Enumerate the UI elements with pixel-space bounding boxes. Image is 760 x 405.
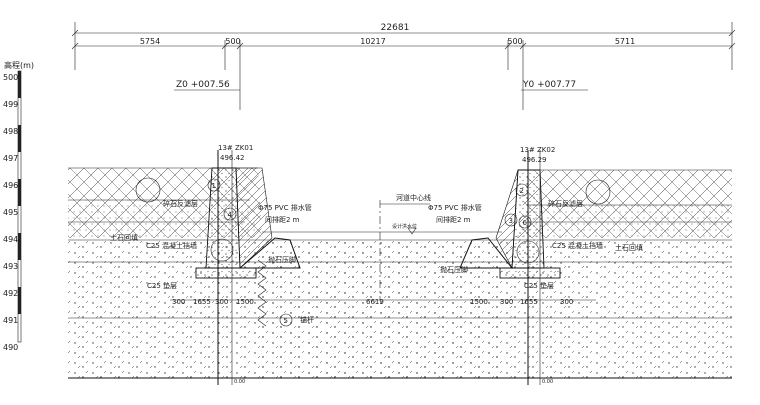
elev-tick: 496 bbox=[3, 181, 18, 190]
label-water-level: 设计洪水位 bbox=[392, 223, 417, 230]
circle-mark: 6 bbox=[523, 219, 528, 227]
bottom-dim: 6619 bbox=[366, 298, 384, 306]
right-retaining-wall bbox=[459, 150, 611, 385]
dim-seg-3: 10217 bbox=[360, 37, 385, 46]
elev-tick: 500 bbox=[3, 73, 18, 82]
station-labels: Z0 +007.56 Y0 +007.77 bbox=[174, 80, 588, 91]
dimension-chain: 22681 5754 500 10217 500 5711 bbox=[71, 22, 736, 110]
bottom-mark-right: 0.00 bbox=[542, 379, 553, 385]
label-anchor: 锚杆 bbox=[300, 315, 314, 324]
circle-markers: 1 2 3 4 5 6 bbox=[207, 178, 532, 327]
label-right-soil: 土石回填 bbox=[615, 243, 643, 252]
borehole-left-elev: 496.42 bbox=[220, 154, 245, 162]
borehole-left-id: 13# ZK01 bbox=[218, 144, 253, 152]
label-pvc-right-1: Φ75 PVC 排水管 bbox=[428, 203, 482, 212]
label-left-riprap: 抛石压脚 bbox=[268, 255, 296, 264]
bottom-dim: 300 bbox=[500, 298, 513, 306]
elev-tick: 499 bbox=[3, 100, 18, 109]
label-right-base: C25 垫层 bbox=[524, 281, 554, 290]
bottom-dim: 1655 bbox=[520, 298, 538, 306]
annotation-labels: 河道中心线 Φ75 PVC 排水管 间排距2 m Φ75 PVC 排水管 间排距… bbox=[110, 193, 643, 324]
label-left-base: C25 垫层 bbox=[147, 281, 177, 290]
soil-layers bbox=[68, 167, 733, 379]
elev-tick: 493 bbox=[3, 262, 18, 271]
bottom-dim: 1500 bbox=[470, 298, 488, 306]
elev-tick: 492 bbox=[3, 289, 18, 298]
label-right-backfill: 碎石反滤层 bbox=[548, 199, 583, 208]
label-right-wall: C25 混凝土挡墙 bbox=[552, 241, 603, 250]
label-left-soil: 土石回填 bbox=[110, 233, 138, 242]
label-left-backfill: 碎石反滤层 bbox=[163, 199, 198, 208]
elev-tick: 490 bbox=[3, 343, 18, 352]
circle-mark: 3 bbox=[509, 217, 513, 225]
station-right: Y0 +007.77 bbox=[522, 80, 576, 90]
borehole-right: 13# ZK02 496.29 bbox=[520, 146, 555, 164]
elevation-axis-label: 高程(m) bbox=[4, 60, 34, 70]
borehole-right-id: 13# ZK02 bbox=[520, 146, 555, 154]
bottom-dim: 300 bbox=[215, 298, 228, 306]
elev-tick: 494 bbox=[3, 235, 18, 244]
label-river-centerline: 河道中心线 bbox=[396, 193, 431, 202]
dim-seg-2: 500 bbox=[225, 37, 240, 46]
borehole-left: 13# ZK01 496.42 bbox=[218, 144, 253, 162]
elev-tick: 497 bbox=[3, 154, 18, 163]
circle-mark: 2 bbox=[520, 187, 524, 195]
label-pvc-left-2: 间排距2 m bbox=[265, 215, 300, 224]
dim-seg-1: 5754 bbox=[140, 37, 160, 46]
dim-seg-5: 5711 bbox=[615, 37, 635, 46]
circle-mark: 1 bbox=[212, 182, 216, 190]
elev-tick: 495 bbox=[3, 208, 18, 217]
label-pvc-right-2: 间排距2 m bbox=[436, 215, 471, 224]
elev-tick: 491 bbox=[3, 316, 18, 325]
circle-mark: 4 bbox=[228, 211, 233, 219]
bottom-dim: 300 bbox=[172, 298, 185, 306]
dim-total: 22681 bbox=[381, 23, 410, 33]
label-right-riprap: 抛石压脚 bbox=[440, 265, 468, 274]
elevation-axis: 高程(m) 500 499 498 497 496 495 494 493 49… bbox=[3, 60, 34, 352]
bottom-dim: 1500 bbox=[236, 298, 254, 306]
elev-tick: 498 bbox=[3, 127, 18, 136]
dim-seg-4: 500 bbox=[507, 37, 522, 46]
bottom-mark-left: 0.00 bbox=[234, 379, 245, 385]
circle-mark: 5 bbox=[284, 317, 288, 325]
borehole-right-elev: 496.29 bbox=[522, 156, 547, 164]
channel bbox=[257, 200, 502, 327]
station-left: Z0 +007.56 bbox=[176, 80, 230, 90]
bottom-dimensions: 300 1655 300 1500 6619 1500 300 1655 300… bbox=[170, 298, 596, 385]
label-pvc-left-1: Φ75 PVC 排水管 bbox=[258, 203, 312, 212]
bottom-dim: 300 bbox=[560, 298, 573, 306]
label-left-wall: C25 混凝土挡墙 bbox=[146, 241, 197, 250]
bottom-dim: 1655 bbox=[193, 298, 211, 306]
